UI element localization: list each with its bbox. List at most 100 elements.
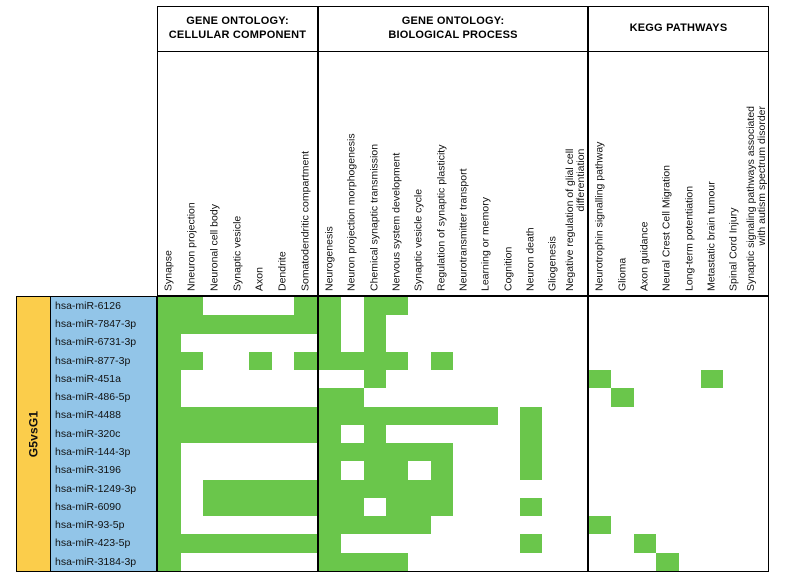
matrix-cell-empty: [678, 497, 701, 517]
matrix-cell-empty: [385, 333, 409, 352]
matrix-cell-enriched: [158, 479, 181, 498]
matrix-cell-enriched: [385, 497, 409, 517]
section-header-line2: BIOLOGICAL PROCESS: [388, 29, 518, 41]
column-label-text: Synaptic signaling pathways associated w…: [744, 105, 768, 291]
matrix-cell-empty: [430, 297, 453, 316]
matrix-cell-enriched: [430, 351, 453, 371]
matrix-cell-empty: [475, 443, 498, 462]
matrix-cell-empty: [430, 333, 453, 352]
matrix-row: [158, 443, 318, 462]
matrix-cell-empty: [408, 552, 431, 571]
matrix-cell-empty: [294, 370, 318, 389]
matrix-cell-empty: [180, 443, 204, 462]
matrix-row: [158, 424, 318, 444]
matrix-row: [589, 461, 768, 480]
matrix-cell-empty: [203, 516, 227, 535]
matrix-cell-empty: [656, 461, 679, 480]
matrix-cell-enriched: [633, 534, 657, 553]
matrix-cell-empty: [656, 479, 679, 498]
matrix-cell-empty: [589, 479, 612, 498]
matrix-cell-empty: [542, 406, 565, 425]
matrix-cell-empty: [294, 516, 318, 535]
matrix-cell-enriched: [158, 424, 181, 444]
matrix-cell-enriched: [452, 406, 476, 425]
matrix-cell-empty: [519, 516, 543, 535]
matrix-cell-empty: [452, 388, 476, 407]
column-label-cell: Neuron death: [520, 52, 542, 295]
matrix-cell-enriched: [363, 443, 386, 462]
row-label: hsa-miR-877-3p: [55, 354, 131, 367]
matrix-cell-empty: [745, 388, 768, 407]
matrix-cell-empty: [408, 297, 431, 316]
column-label-cell: Synaptic vesicle: [226, 52, 249, 295]
matrix-cell-enriched: [341, 388, 364, 407]
matrix-cell-empty: [248, 333, 272, 352]
matrix-cell-empty: [475, 516, 498, 535]
matrix-cell-empty: [452, 497, 476, 517]
column-label-text: Neurotrophin signalling pathway: [593, 141, 606, 291]
matrix-cell-empty: [589, 388, 612, 407]
row-label: hsa-miR-6731-3p: [55, 336, 137, 349]
matrix-row: [158, 333, 318, 352]
matrix-row: [158, 315, 318, 334]
matrix-cell-empty: [678, 388, 701, 407]
matrix-row: [319, 443, 587, 462]
matrix-cell-empty: [633, 370, 657, 389]
matrix-cell-empty: [611, 443, 634, 462]
matrix-cell-enriched: [226, 497, 249, 517]
matrix-cell-empty: [203, 552, 227, 571]
matrix-cell-empty: [203, 297, 227, 316]
matrix-row: [589, 424, 768, 444]
matrix-cell-empty: [678, 516, 701, 535]
matrix-cell-empty: [497, 424, 520, 444]
matrix-cell-empty: [745, 351, 768, 371]
matrix-cell-empty: [497, 351, 520, 371]
column-label-cell: Dendrite: [272, 52, 295, 295]
matrix-cell-enriched: [385, 297, 409, 316]
column-label-text: Nervous system development: [390, 152, 403, 291]
matrix-cell-empty: [452, 461, 476, 480]
matrix-row: [319, 479, 587, 498]
matrix-cell-empty: [656, 370, 679, 389]
matrix-cell-enriched: [248, 315, 272, 334]
matrix-cell-enriched: [180, 424, 204, 444]
matrix-cell-empty: [700, 552, 724, 571]
matrix-cell-enriched: [363, 406, 386, 425]
matrix-row: [319, 534, 587, 553]
matrix-row: [319, 351, 587, 371]
matrix-cell-enriched: [180, 315, 204, 334]
matrix-kegg-pathways: [588, 296, 769, 572]
matrix-cell-empty: [723, 406, 746, 425]
matrix-cell-empty: [589, 443, 612, 462]
matrix-cell-empty: [723, 534, 746, 553]
row-label: hsa-miR-6090: [55, 500, 121, 513]
matrix-cell-empty: [408, 351, 431, 371]
matrix-cell-enriched: [385, 443, 409, 462]
matrix-cell-empty: [611, 406, 634, 425]
matrix-cell-enriched: [341, 479, 364, 498]
matrix-cell-empty: [180, 333, 204, 352]
matrix-cell-empty: [745, 479, 768, 498]
matrix-cell-empty: [294, 461, 318, 480]
row-label: hsa-miR-6126: [55, 299, 121, 312]
matrix-cell-empty: [589, 552, 612, 571]
matrix-cell-empty: [294, 552, 318, 571]
matrix-cell-enriched: [363, 315, 386, 334]
matrix-cell-enriched: [519, 406, 543, 425]
matrix-cellular-component: [157, 296, 318, 572]
matrix-cell-empty: [475, 552, 498, 571]
matrix-cell-enriched: [294, 351, 318, 371]
matrix-cell-enriched: [203, 479, 227, 498]
matrix-cell-empty: [656, 516, 679, 535]
column-label-text: Gliogenesis: [546, 236, 559, 291]
group-band-g5vsg1: G5vsG1: [17, 297, 51, 571]
matrix-cell-enriched: [319, 351, 342, 371]
matrix-row: [158, 497, 318, 517]
matrix-cell-empty: [589, 297, 612, 316]
matrix-cell-empty: [564, 497, 587, 517]
column-label-cell: Chemical synaptic transmission: [364, 52, 386, 295]
matrix-cell-empty: [452, 315, 476, 334]
